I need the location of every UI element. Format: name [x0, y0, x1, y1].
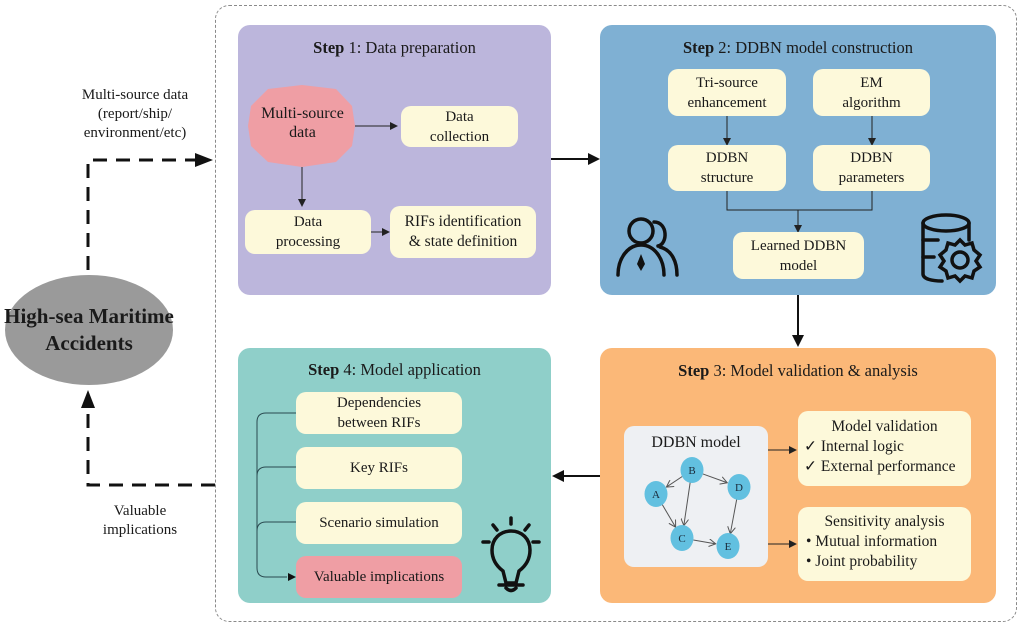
- validation-item: ✓ Internal logic: [804, 438, 904, 455]
- step1-title: Step 1: Data preparation: [313, 38, 476, 57]
- scenario-simulation-box: Scenario simulation: [296, 502, 462, 544]
- step4-title: Step 4: Model application: [308, 360, 481, 379]
- box-line: RIFs identification: [404, 213, 522, 230]
- node-line: data: [289, 124, 316, 141]
- box-line: EM: [860, 74, 883, 91]
- model-validation-title: Model validation: [831, 418, 938, 435]
- step2-title: Step 2: DDBN model construction: [682, 38, 914, 57]
- model-validation-box: Model validation ✓ Internal logic ✓ Exte…: [798, 411, 971, 486]
- box-line: Key RIFs: [350, 460, 408, 476]
- key-rifs-box: Key RIFs: [296, 447, 462, 489]
- box-line: DDBN: [705, 150, 749, 166]
- sensitivity-analysis-box: Sensitivity analysis • Mutual informatio…: [798, 507, 971, 581]
- input-label-line: environment/etc): [83, 125, 187, 141]
- box-line: DDBN: [850, 150, 893, 166]
- workflow-frame: [215, 5, 1017, 622]
- data-processing-box: Data processing: [245, 210, 371, 254]
- box-line: Data: [445, 108, 474, 125]
- box-line: Tri-source: [696, 74, 758, 91]
- sensitivity-item: • Joint probability: [806, 553, 918, 570]
- input-label-line: Multi-source data: [81, 87, 189, 103]
- node-line: Multi-source: [261, 105, 344, 122]
- dependencies-box: Dependencies between RIFs: [296, 392, 462, 434]
- rifs-identification-box: RIFs identification & state definition: [390, 206, 536, 258]
- output-label: Valuable implications: [70, 502, 210, 540]
- sensitivity-item: • Mutual information: [806, 533, 938, 550]
- box-line: model: [779, 257, 818, 274]
- box-line: processing: [275, 234, 341, 250]
- accident-node-label: High-sea Maritime Accidents: [4, 304, 174, 355]
- box-line: algorithm: [842, 94, 901, 111]
- box-line: Valuable implications: [313, 569, 445, 585]
- input-label: Multi-source data (report/ship/ environm…: [55, 86, 215, 143]
- box-line: parameters: [838, 170, 905, 186]
- output-label-line: implications: [102, 522, 178, 538]
- box-line: structure: [700, 170, 754, 186]
- output-flow-line: [86, 408, 215, 487]
- step3-title: Step 3: Model validation & analysis: [678, 361, 918, 380]
- validation-item: ✓ External performance: [804, 458, 956, 475]
- box-line: Dependencies: [336, 395, 422, 411]
- output-arrowhead: [81, 390, 95, 408]
- box-line: & state definition: [408, 233, 518, 250]
- box-line: Scenario simulation: [319, 515, 439, 531]
- multi-source-node: Multi-source data: [250, 104, 355, 142]
- input-flow-line: [86, 158, 200, 270]
- valuable-implications-box: Valuable implications: [296, 556, 462, 598]
- input-arrowhead: [195, 153, 213, 167]
- sensitivity-title: Sensitivity analysis: [824, 513, 945, 530]
- ddbn-parameters-box: DDBN parameters: [813, 145, 930, 191]
- box-line: enhancement: [687, 94, 767, 111]
- learned-ddbn-box: Learned DDBN model: [733, 232, 864, 279]
- ddbn-structure-box: DDBN structure: [668, 145, 786, 191]
- ddbn-model-label: DDBN model: [651, 434, 741, 451]
- output-label-line: Valuable: [113, 503, 167, 519]
- data-collection-box: Data collection: [401, 106, 518, 147]
- input-label-line: (report/ship/: [97, 106, 173, 122]
- tri-source-box: Tri-source enhancement: [668, 69, 786, 116]
- box-line: between RIFs: [337, 415, 421, 431]
- em-algorithm-box: EM algorithm: [813, 69, 930, 116]
- box-line: Learned DDBN: [750, 237, 847, 254]
- box-line: Data: [293, 214, 323, 230]
- box-line: collection: [429, 128, 490, 145]
